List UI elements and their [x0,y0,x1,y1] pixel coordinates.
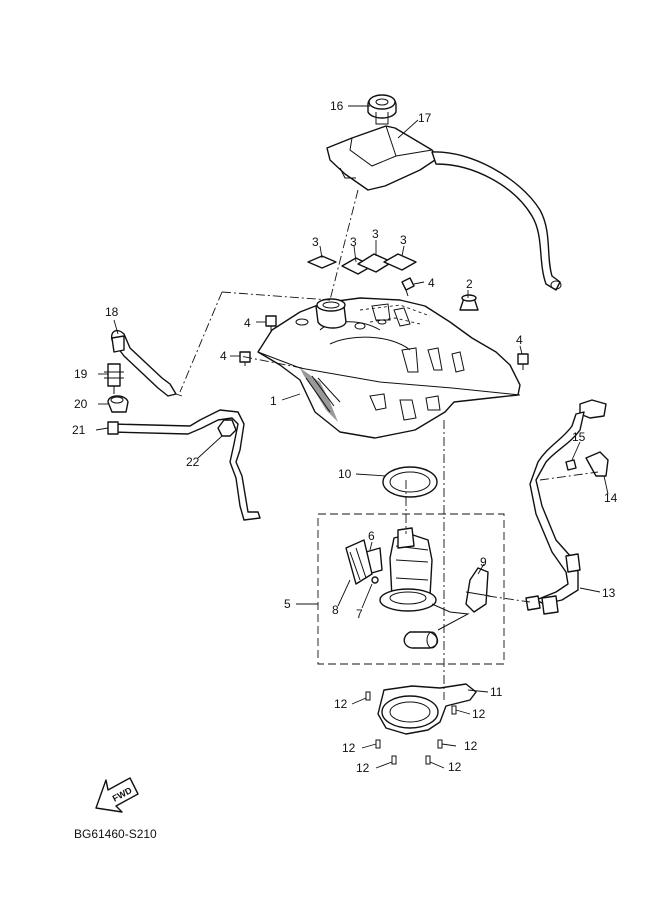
callout-15: 15 [572,430,586,444]
callout-12: 12 [342,741,356,755]
part-18-breather-hose [110,329,177,397]
callout-5: 5 [284,597,291,611]
part-1-fuel-tank [257,297,521,439]
part-16-filler-cap [367,94,397,125]
part-3-labels [307,253,417,275]
callout-13: 13 [602,586,616,600]
part-15-bolt [565,459,577,471]
part-8-filter-screen [345,539,373,585]
callout-3: 3 [372,227,379,241]
callout-18: 18 [105,305,119,319]
callout-12: 12 [448,760,462,774]
callout-10: 10 [338,467,352,481]
part-19-filter [104,363,124,394]
callout-14: 14 [604,491,618,505]
callout-6: 6 [368,529,375,543]
part-4-bolts [239,277,529,370]
callout-4: 4 [428,276,435,290]
part-10-gasket [382,466,438,498]
callout-21: 21 [72,423,86,437]
part-17-cover-with-hose [326,125,562,291]
leader-lines [95,105,609,769]
part-5-fuel-pump-assembly [317,513,505,665]
callout-12: 12 [472,707,486,721]
fwd-arrow-icon: FWD [95,777,139,813]
drawing-code: BG61460-S210 [74,827,157,841]
callout-8: 8 [332,603,339,617]
part-20-clip [107,395,129,413]
callout-3: 3 [350,235,357,249]
callout-4: 4 [516,333,523,347]
callout-20: 20 [74,397,88,411]
assembly-chain-lines [175,189,599,700]
callout-16: 16 [330,99,344,113]
callout-4: 4 [244,316,251,330]
part-13-fuel-hose [525,399,607,615]
part-21-hose [107,409,261,521]
part-14-clamp [585,451,609,477]
callout-11: 11 [490,685,503,699]
callout-numbers: 16 17 3 3 3 3 4 2 4 4 4 1 18 19 20 21 22… [72,99,618,775]
callout-3: 3 [312,235,319,249]
part-11-bracket [377,683,477,735]
part-2-grommet [459,294,479,311]
callout-12: 12 [356,761,370,775]
callout-17: 17 [418,111,432,125]
callout-12: 12 [334,697,348,711]
callout-7: 7 [356,607,363,621]
callout-9: 9 [480,555,487,569]
callout-12: 12 [464,739,478,753]
callout-1: 1 [270,394,277,408]
callout-19: 19 [74,367,88,381]
callout-22: 22 [186,455,200,469]
callout-4: 4 [220,349,227,363]
part-7-clip [371,576,379,584]
part-22-clamp [217,419,237,437]
callout-3: 3 [400,233,407,247]
part-12-screws [365,691,457,765]
callout-2: 2 [466,277,473,291]
